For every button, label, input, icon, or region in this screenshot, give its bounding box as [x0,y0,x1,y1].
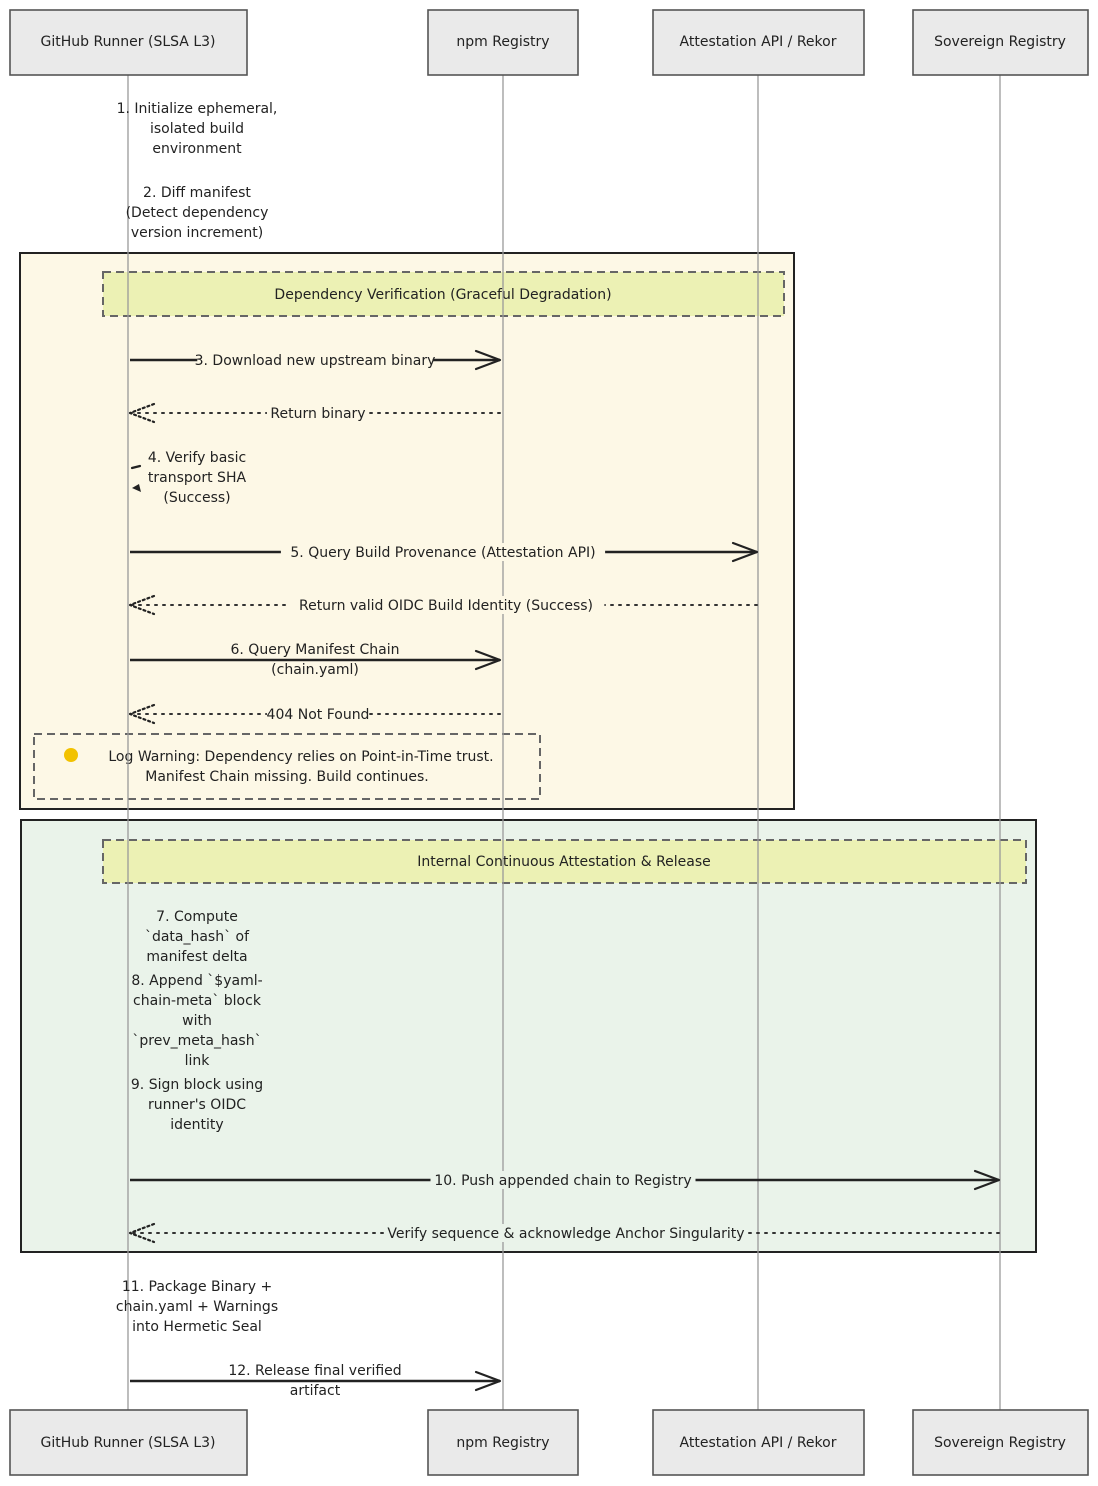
label-background [287,596,605,614]
message-label: Return valid OIDC Build Identity (Succes… [299,598,593,614]
label-background [226,640,404,658]
message-label: 404 Not Found [267,707,370,723]
actor-sovereign-bottom: Sovereign Registry [912,1409,1089,1476]
actor-label: Attestation API / Rekor [680,34,837,50]
arrowhead [128,703,156,725]
step8-line-1: 8. Append `$yaml- [131,973,262,989]
actor-label: Sovereign Registry [934,34,1066,50]
actor-label: GitHub Runner (SLSA L3) [41,34,216,50]
warning-note: Log Warning: Dependency relies on Point-… [33,733,541,800]
label-background [215,1361,415,1379]
dependency-verification-region [19,252,795,810]
step1-line-3: environment [152,141,242,157]
step7-line-3: manifest delta [146,949,247,965]
step2-line-2: (Detect dependency [126,205,269,221]
self-message-notes: 1. Initialize ephemeral, isolated build … [116,101,278,1335]
message-m10: 10. Push appended chain to Registry [130,1169,1001,1191]
arrowhead [128,402,156,424]
step1-line-2: isolated build [150,121,244,137]
step8-line-2: chain-meta` block [133,993,262,1009]
region1-title-band: Dependency Verification (Graceful Degrad… [102,271,785,317]
step4-self-arrow [130,464,142,492]
step11-line-2: chain.yaml + Warnings [116,1299,278,1315]
message-label: (chain.yaml) [271,662,359,678]
actor-attestation-bottom: Attestation API / Rekor [652,1409,865,1476]
arrowhead [474,1370,502,1392]
step2-line-3: version increment) [131,225,263,241]
region1-title: Dependency Verification (Graceful Degrad… [274,287,611,303]
message-label: Verify sequence & acknowledge Anchor Sin… [387,1226,744,1242]
warning-line-2: Manifest Chain missing. Build continues. [145,769,429,785]
actor-label: Attestation API / Rekor [680,1435,837,1451]
label-background [385,1224,747,1242]
step1-line-1: 1. Initialize ephemeral, [117,101,278,117]
message-label: 5. Query Build Provenance (Attestation A… [290,545,595,561]
arrowhead [474,349,502,371]
actor-runner-bottom: GitHub Runner (SLSA L3) [9,1409,248,1476]
label-background [280,543,606,561]
message-label: 6. Query Manifest Chain [231,642,400,658]
step9-line-3: identity [170,1117,223,1133]
arrowhead [731,541,759,563]
warning-line-1: Log Warning: Dependency relies on Point-… [108,749,493,765]
arrowhead [474,649,502,671]
actor-label: Sovereign Registry [934,1435,1066,1451]
step7-line-2: `data_hash` of [145,929,250,945]
actor-label: npm Registry [456,1435,549,1451]
step9-line-1: 9. Sign block using [131,1077,263,1093]
message-m3: 3. Download new upstream binary [130,349,502,371]
message-m6: 6. Query Manifest Chain (chain.yaml) [130,640,502,678]
label-background [197,351,433,369]
message-label: artifact [290,1383,341,1399]
step2-line-1: 2. Diff manifest [143,185,251,201]
actor-attestation-top: Attestation API / Rekor [652,9,865,76]
message-r6: 404 Not Found [128,703,501,725]
step4-line-2: transport SHA [148,470,247,486]
step4-line-1: 4. Verify basic [148,450,246,466]
step7-line-1: 7. Compute [156,909,238,925]
message-r5: Return valid OIDC Build Identity (Succes… [128,594,758,616]
arrowhead [128,594,156,616]
yellow-circle-icon [64,748,78,762]
actor-npm-top: npm Registry [427,9,579,76]
message-label: 3. Download new upstream binary [195,353,436,369]
step9-line-2: runner's OIDC [148,1097,246,1113]
label-background [430,1171,696,1189]
actor-sovereign-top: Sovereign Registry [912,9,1089,76]
arrowhead [973,1169,1001,1191]
region2-title-band: Internal Continuous Attestation & Releas… [102,839,1027,884]
actor-label: npm Registry [456,34,549,50]
step4-line-3: (Success) [163,490,230,506]
message-label: Return binary [270,406,365,422]
step8-line-4: `prev_meta_hash` [132,1033,261,1049]
message-label: 12. Release final verified [228,1363,401,1379]
label-background [266,404,370,422]
step8-line-5: link [185,1053,211,1069]
arrowhead [128,1222,156,1244]
actor-runner-top: GitHub Runner (SLSA L3) [9,9,248,76]
step8-line-3: with [182,1013,212,1029]
region2-title: Internal Continuous Attestation & Releas… [417,854,711,870]
actor-label: GitHub Runner (SLSA L3) [41,1435,216,1451]
message-r3: Return binary [128,402,501,424]
step11-line-1: 11. Package Binary + [122,1279,272,1295]
label-background [266,705,370,723]
step11-line-3: into Hermetic Seal [132,1319,262,1335]
actor-npm-bottom: npm Registry [427,1409,579,1476]
message-label: 10. Push appended chain to Registry [434,1173,691,1189]
message-r10: Verify sequence & acknowledge Anchor Sin… [128,1222,1000,1244]
message-m12: 12. Release final verified artifact [130,1361,502,1399]
message-m5: 5. Query Build Provenance (Attestation A… [130,541,759,563]
